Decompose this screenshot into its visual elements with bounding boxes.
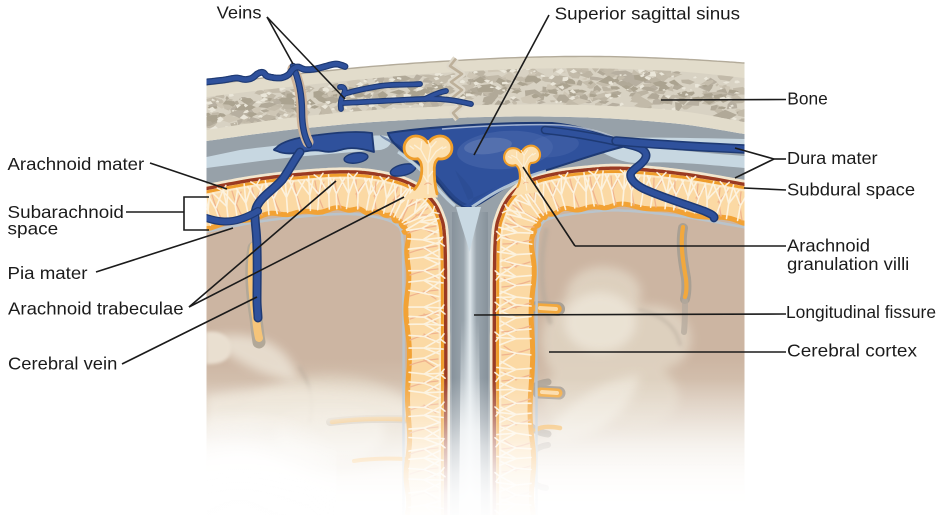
svg-text:Bone: Bone <box>787 88 828 108</box>
svg-text:Cerebral cortex: Cerebral cortex <box>787 340 917 360</box>
svg-text:Arachnoid trabeculae: Arachnoid trabeculae <box>8 299 184 319</box>
svg-text:Veins: Veins <box>217 2 262 22</box>
svg-text:granulation villi: granulation villi <box>787 254 909 274</box>
svg-text:Cerebral vein: Cerebral vein <box>8 354 117 374</box>
svg-text:Pia mater: Pia mater <box>8 263 88 283</box>
svg-text:space: space <box>8 219 59 239</box>
svg-text:Longitudinal fissure: Longitudinal fissure <box>786 302 936 322</box>
svg-text:Superior sagittal sinus: Superior sagittal sinus <box>555 4 741 24</box>
svg-text:Subarachnoid: Subarachnoid <box>8 202 124 222</box>
svg-text:Subdural space: Subdural space <box>787 179 915 199</box>
svg-text:Arachnoid mater: Arachnoid mater <box>8 154 145 174</box>
svg-text:Arachnoid: Arachnoid <box>787 236 870 256</box>
svg-text:Dura mater: Dura mater <box>787 148 878 168</box>
